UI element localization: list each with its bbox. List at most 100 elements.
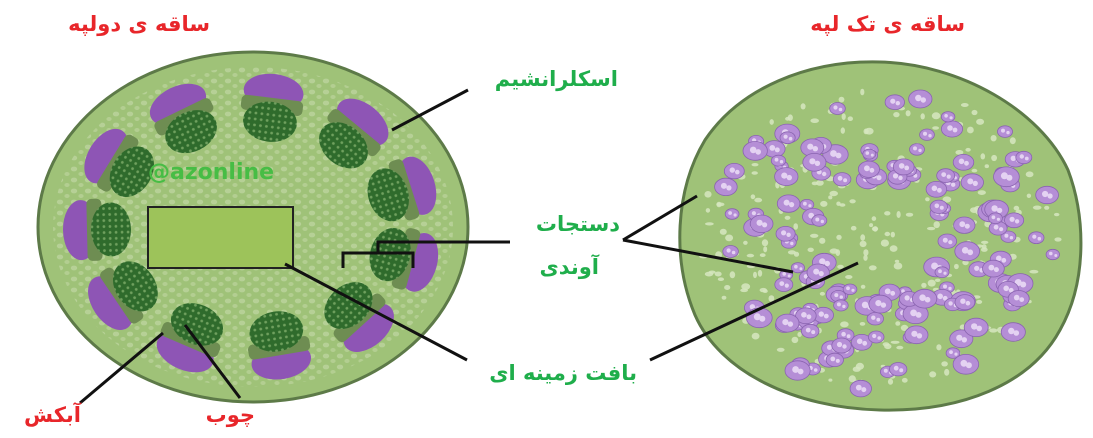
- ground-cell: [770, 119, 774, 125]
- monocot-bundle: [954, 217, 975, 233]
- ground-cell: [747, 254, 754, 258]
- monocot-bundle: [905, 326, 928, 344]
- ground-cell: [1054, 213, 1059, 216]
- ground-cell: [884, 211, 890, 215]
- ground-cell: [965, 148, 970, 152]
- title-monocot-stem: ساقه ی تک لپه: [810, 14, 965, 35]
- ground-cell: [863, 249, 868, 256]
- ground-cell: [932, 126, 939, 129]
- ground-cell: [888, 379, 893, 385]
- label-ground-tissue: بافت زمینه ای: [489, 363, 637, 384]
- monocot-bundle: [867, 312, 883, 325]
- ground-cell: [808, 248, 814, 252]
- monocot-bundle: [826, 353, 843, 366]
- monocot-bundle: [775, 278, 793, 292]
- monocot-bundle: [983, 260, 1005, 277]
- monocot-bundle: [994, 167, 1020, 187]
- ground-cell: [890, 245, 898, 252]
- ground-cell: [1033, 206, 1042, 210]
- ground-cell: [861, 285, 866, 289]
- monocot-bundle: [775, 168, 798, 186]
- ground-cell: [752, 333, 760, 340]
- monocot-bundle: [1036, 186, 1059, 203]
- monocot-bundle: [890, 363, 907, 376]
- ground-cell: [865, 128, 874, 135]
- label-phloem: آبکش: [24, 405, 81, 426]
- monocot-bundle: [926, 181, 947, 197]
- ground-cell: [752, 171, 758, 175]
- ground-cell: [722, 296, 727, 300]
- ground-cell: [978, 190, 986, 195]
- monocot-bundle: [953, 354, 979, 374]
- ground-cell: [785, 216, 791, 220]
- monocot-bundle: [912, 289, 936, 308]
- ground-cell: [725, 235, 733, 242]
- ground-cell: [760, 253, 766, 257]
- title-dicot-stem: ساقه ی دولپه: [68, 14, 210, 35]
- monocot-bundle: [1029, 232, 1044, 244]
- ground-cell: [929, 371, 936, 377]
- ground-cell: [720, 229, 727, 235]
- ground-cell: [935, 279, 941, 282]
- ground-cell: [839, 97, 845, 103]
- monocot-bundle: [725, 209, 739, 220]
- ground-cell: [927, 227, 935, 230]
- ground-cell: [976, 300, 982, 304]
- ground-cell: [1026, 171, 1034, 177]
- monocot-bundle: [988, 213, 1002, 224]
- monocot-bundle: [743, 142, 767, 161]
- ground-cell: [906, 213, 913, 217]
- ground-cell: [724, 285, 730, 290]
- monocot-bundle: [833, 173, 851, 186]
- ground-cell: [872, 216, 877, 221]
- ground-cell: [884, 344, 891, 349]
- ground-cell: [982, 244, 987, 249]
- monocot-bundle: [843, 284, 857, 295]
- ground-cell: [885, 232, 891, 236]
- monocot-bundle: [893, 159, 914, 175]
- ground-cell: [893, 112, 899, 117]
- monocot-bundle: [961, 174, 983, 191]
- ground-cell: [797, 332, 801, 337]
- ground-cell: [763, 289, 768, 293]
- ground-cell: [941, 361, 948, 366]
- ground-cell: [763, 246, 767, 252]
- monocot-bundle: [777, 195, 800, 212]
- ground-cell: [925, 197, 930, 201]
- monocot-bundle: [812, 215, 827, 227]
- ground-cell: [794, 252, 799, 257]
- ground-cell: [851, 226, 857, 231]
- ground-cell: [991, 135, 997, 141]
- monocot-bundle: [930, 200, 947, 213]
- ground-cell: [895, 321, 900, 326]
- ground-cell: [849, 199, 855, 203]
- ground-cell: [762, 239, 768, 246]
- ground-cell: [869, 265, 877, 270]
- ground-cell: [853, 367, 861, 372]
- ground-cell: [1027, 194, 1031, 198]
- ground-cell: [758, 270, 762, 277]
- monocot-bundle: [780, 132, 795, 144]
- monocot-bundle: [964, 318, 988, 336]
- ground-cell: [836, 202, 840, 206]
- monocot-bundle: [953, 154, 974, 170]
- ground-cell: [972, 169, 978, 173]
- ground-cell: [752, 163, 759, 166]
- ground-cell: [985, 164, 989, 168]
- monocot-bundle: [998, 126, 1013, 138]
- monocot-bundle: [776, 314, 799, 332]
- ground-cell: [743, 241, 748, 245]
- ground-cell: [860, 322, 866, 326]
- ground-cell: [989, 328, 997, 332]
- monocot-bundle: [955, 295, 975, 310]
- ground-cell: [860, 234, 865, 241]
- ground-cell: [869, 223, 873, 227]
- monocot-bundle: [785, 361, 810, 380]
- monocot-bundle: [850, 380, 871, 397]
- ground-cell: [972, 110, 978, 115]
- ground-cell: [944, 369, 949, 376]
- monocot-bundle: [750, 215, 773, 233]
- monocot-bundle: [830, 103, 846, 115]
- ground-cell: [837, 265, 844, 269]
- monocot-bundle: [920, 129, 935, 140]
